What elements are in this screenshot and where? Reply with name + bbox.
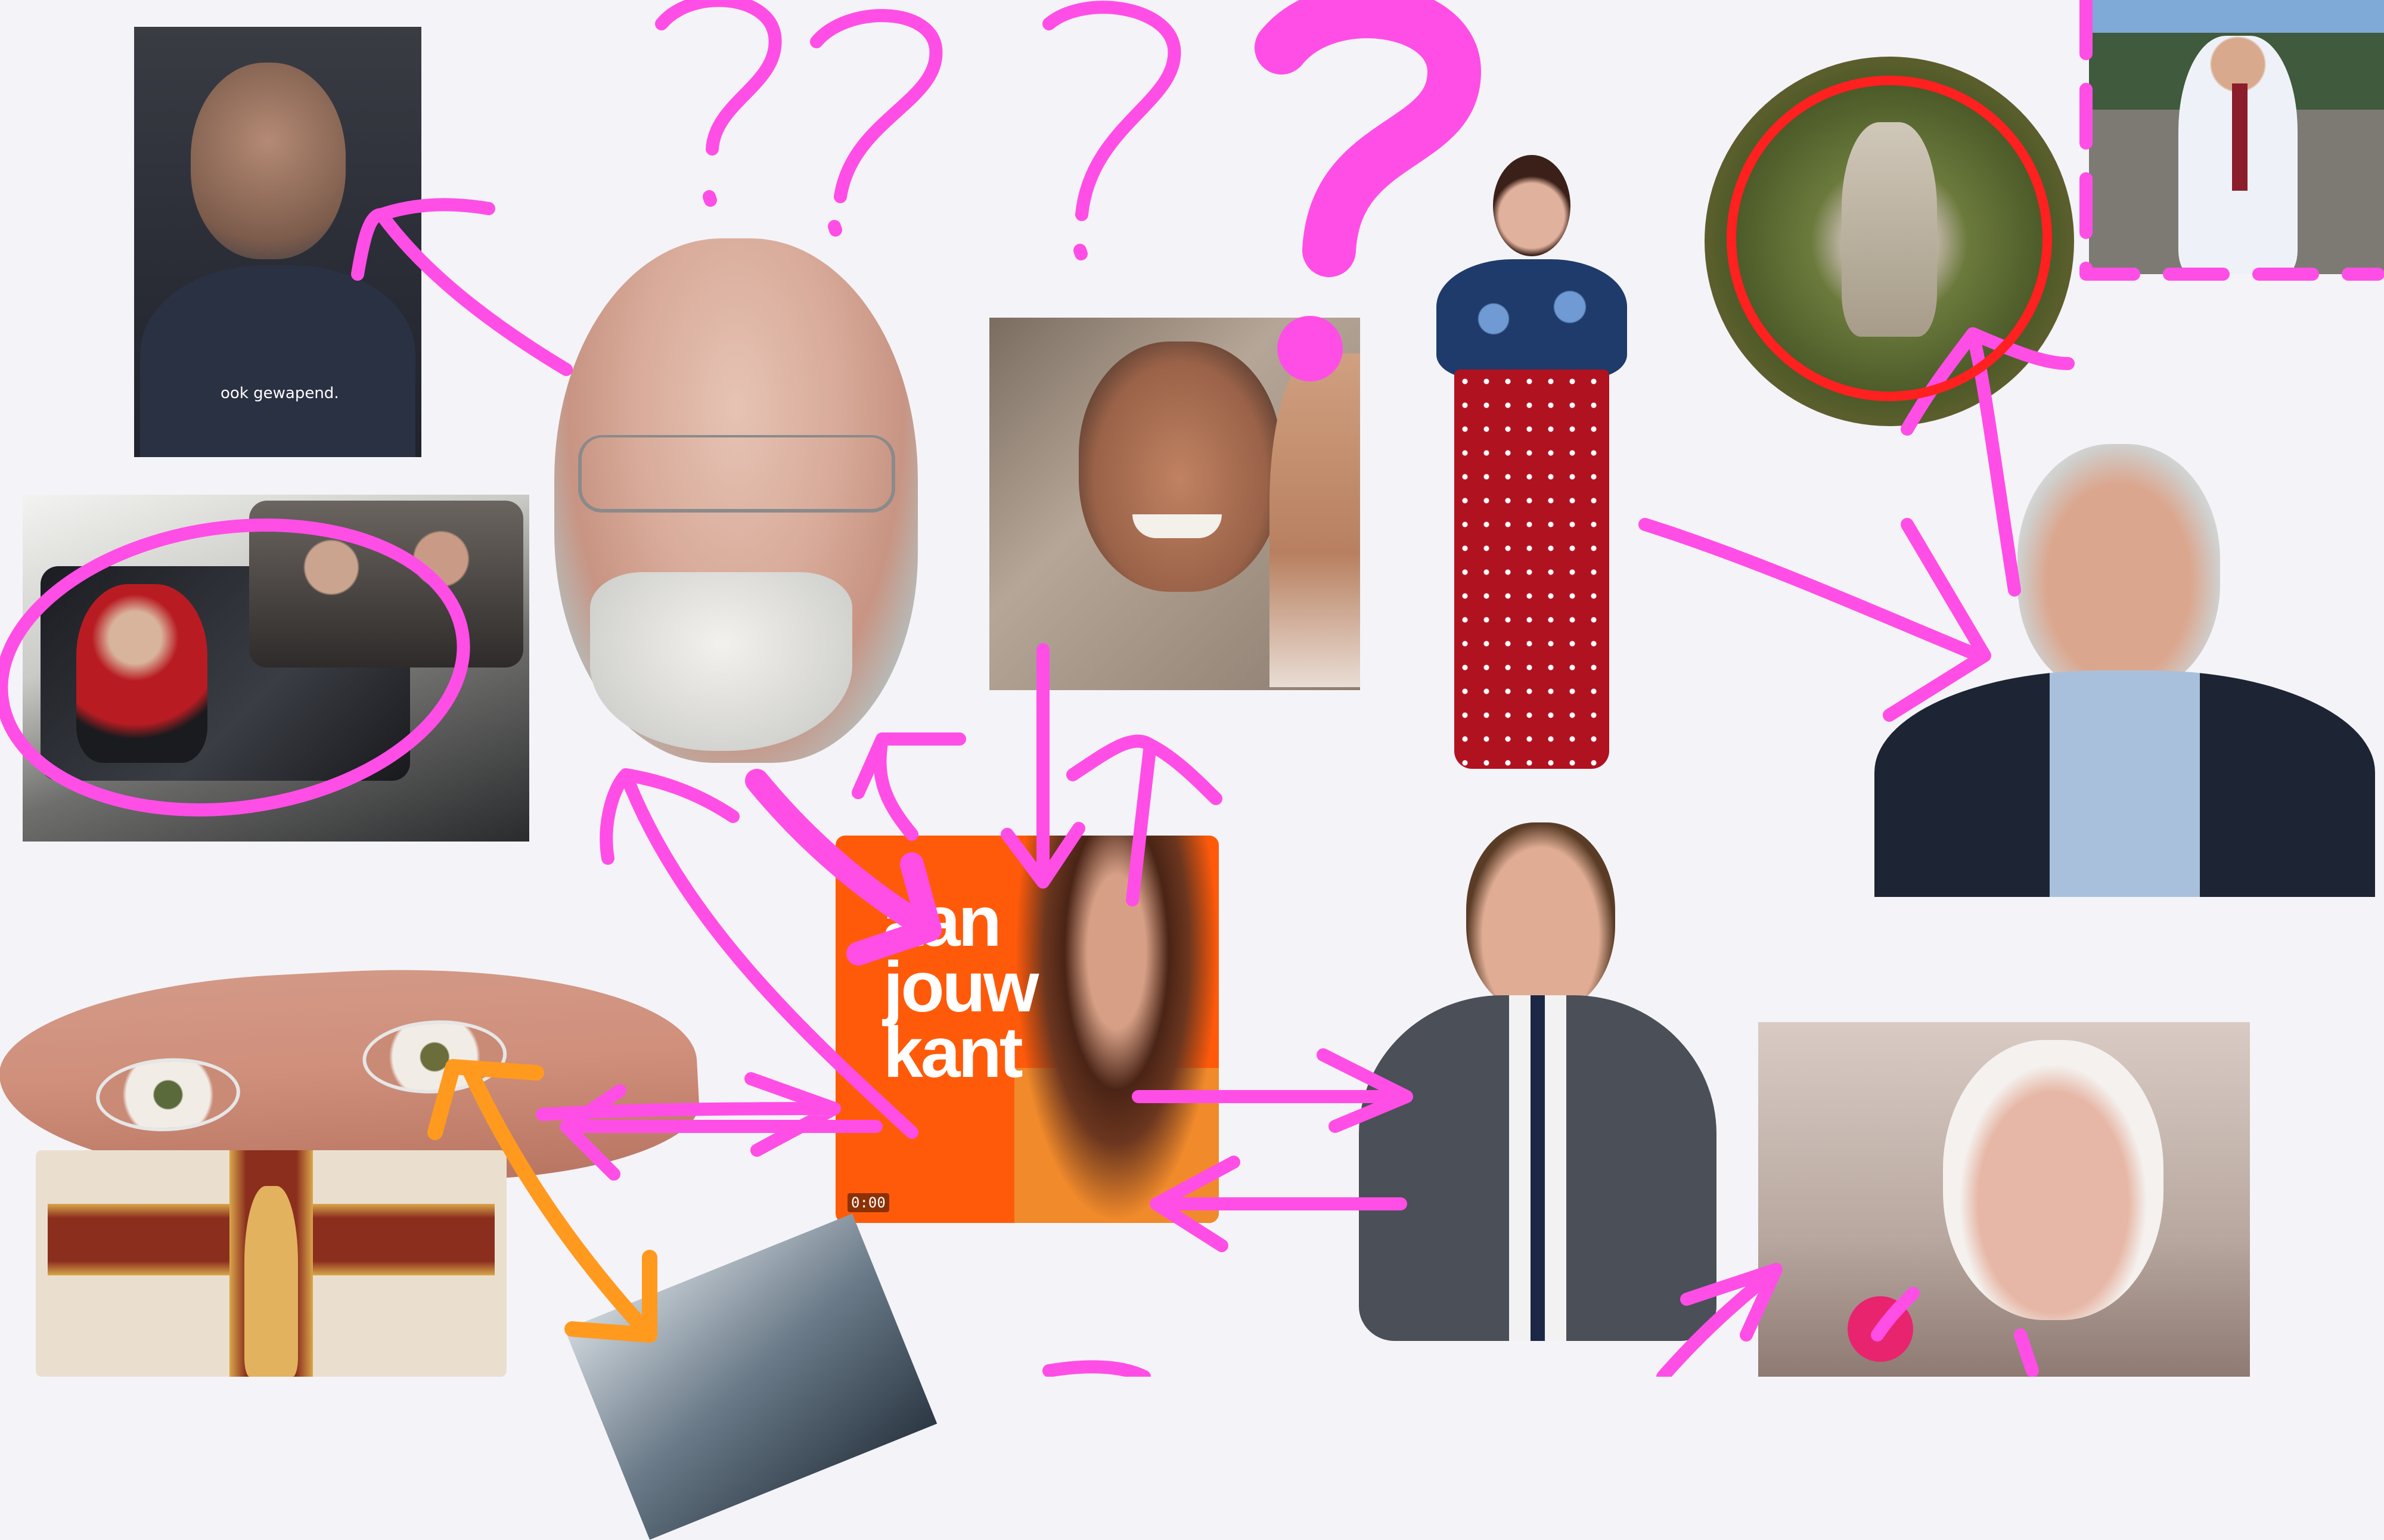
- big-question-mark-icon: [1255, 0, 1481, 277]
- crowd-figures: [249, 501, 523, 667]
- arrow-icon: [1042, 1360, 1151, 1377]
- driver-figure: [76, 584, 207, 763]
- glasses-shape: [578, 435, 895, 513]
- woman-head: [1493, 155, 1570, 256]
- man-suit: [1874, 670, 2375, 897]
- blue-shawl: [1436, 259, 1627, 378]
- man-face: [1943, 1040, 2163, 1320]
- second-person: [1269, 353, 1360, 687]
- podcast-cover-card[interactable]: aan jouw kant 0:00: [836, 836, 1219, 1223]
- man-head: [1466, 822, 1615, 1013]
- car-photo-card[interactable]: [23, 495, 529, 842]
- question-mark-icon: [655, 0, 782, 207]
- tv-studio-photo[interactable]: [564, 1213, 938, 1540]
- right-eye: [361, 1017, 509, 1097]
- white-beard: [590, 572, 852, 751]
- person-photo: [191, 63, 346, 259]
- bald-man-cutout[interactable]: [554, 238, 918, 763]
- video-still-card[interactable]: ook gewapend.: [134, 27, 421, 457]
- red-tie: [2232, 83, 2248, 191]
- man-face: [1079, 341, 1281, 592]
- arrow-icon: [852, 732, 966, 841]
- crucifix-icon[interactable]: [36, 1150, 507, 1377]
- microphone: [1848, 1296, 1913, 1362]
- question-mark-icon: [1042, 1, 1181, 260]
- woman-red-dress-cutout[interactable]: [1436, 155, 1627, 769]
- left-eye: [94, 1054, 243, 1135]
- wolf-body: [1842, 122, 1937, 337]
- smiling-man-photo[interactable]: [989, 318, 1360, 690]
- question-mark-icon: [810, 9, 943, 237]
- grey-haired-man-cutout[interactable]: [1874, 444, 2375, 897]
- man-smile: [1132, 514, 1222, 538]
- video-caption: ook gewapend.: [221, 384, 339, 402]
- crowd-thumbs-up-photo[interactable]: [2089, 0, 2384, 274]
- wolf-circle-photo[interactable]: [1705, 57, 2074, 426]
- presenter-photo: [1014, 836, 1219, 1223]
- man-head: [2017, 444, 2220, 694]
- video-timestamp: 0:00: [848, 1193, 889, 1212]
- podcast-title-line-3: kant: [883, 1013, 1023, 1092]
- podcast-title-line-1: aan: [883, 881, 1002, 961]
- man-folded-arms-cutout[interactable]: [1359, 822, 1716, 1341]
- podcast-title-line-2: jouw: [883, 947, 1039, 1027]
- red-dress: [1454, 370, 1609, 769]
- christ-figure: [244, 1186, 298, 1377]
- white-haired-man-photo[interactable]: [1758, 1022, 2250, 1377]
- grey-suit: [1359, 995, 1716, 1341]
- person-shirt: [140, 265, 415, 457]
